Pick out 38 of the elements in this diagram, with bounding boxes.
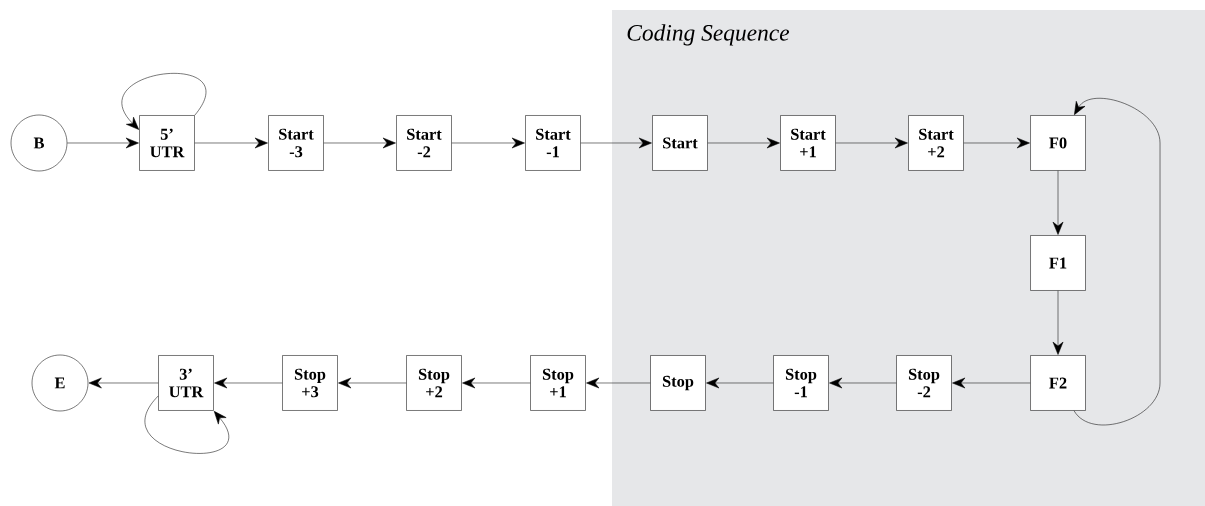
arrow (1073, 98, 1161, 426)
arrow (580, 137, 652, 149)
state-box: Stop -1 (773, 355, 829, 411)
state-box: 3’ UTR (158, 355, 214, 411)
state-box: Start +1 (780, 115, 836, 171)
state-box: Stop +3 (282, 355, 338, 411)
arrow (67, 137, 139, 149)
arrow (1052, 290, 1064, 355)
arrow (707, 137, 780, 149)
arrow (214, 377, 283, 389)
arrow (462, 377, 531, 389)
state-box: Start (652, 115, 708, 171)
arrow (963, 137, 1030, 149)
state-box: Stop +2 (406, 355, 462, 411)
arrow (121, 73, 206, 130)
arrow (338, 377, 407, 389)
state-box: F2 (1030, 355, 1086, 411)
state-box: 5’ UTR (139, 115, 195, 171)
arrow (451, 137, 525, 149)
arrow (952, 377, 1031, 389)
state-box: Stop -2 (896, 355, 952, 411)
arrow (706, 377, 774, 389)
state-box: Start -1 (525, 115, 581, 171)
arrow (586, 377, 651, 389)
state-box: F0 (1030, 115, 1086, 171)
state-box: Stop +1 (530, 355, 586, 411)
arrow (88, 377, 159, 389)
arrow (835, 137, 908, 149)
state-box: Start -3 (268, 115, 324, 171)
state-box: F1 (1030, 235, 1086, 291)
state-box: Stop (650, 355, 706, 411)
arrow (829, 377, 897, 389)
arrow (144, 395, 229, 454)
arrow (1052, 170, 1064, 235)
arrow (323, 137, 396, 149)
state-box: Start -2 (396, 115, 452, 171)
arrow (194, 137, 268, 149)
state-box: Start +2 (908, 115, 964, 171)
